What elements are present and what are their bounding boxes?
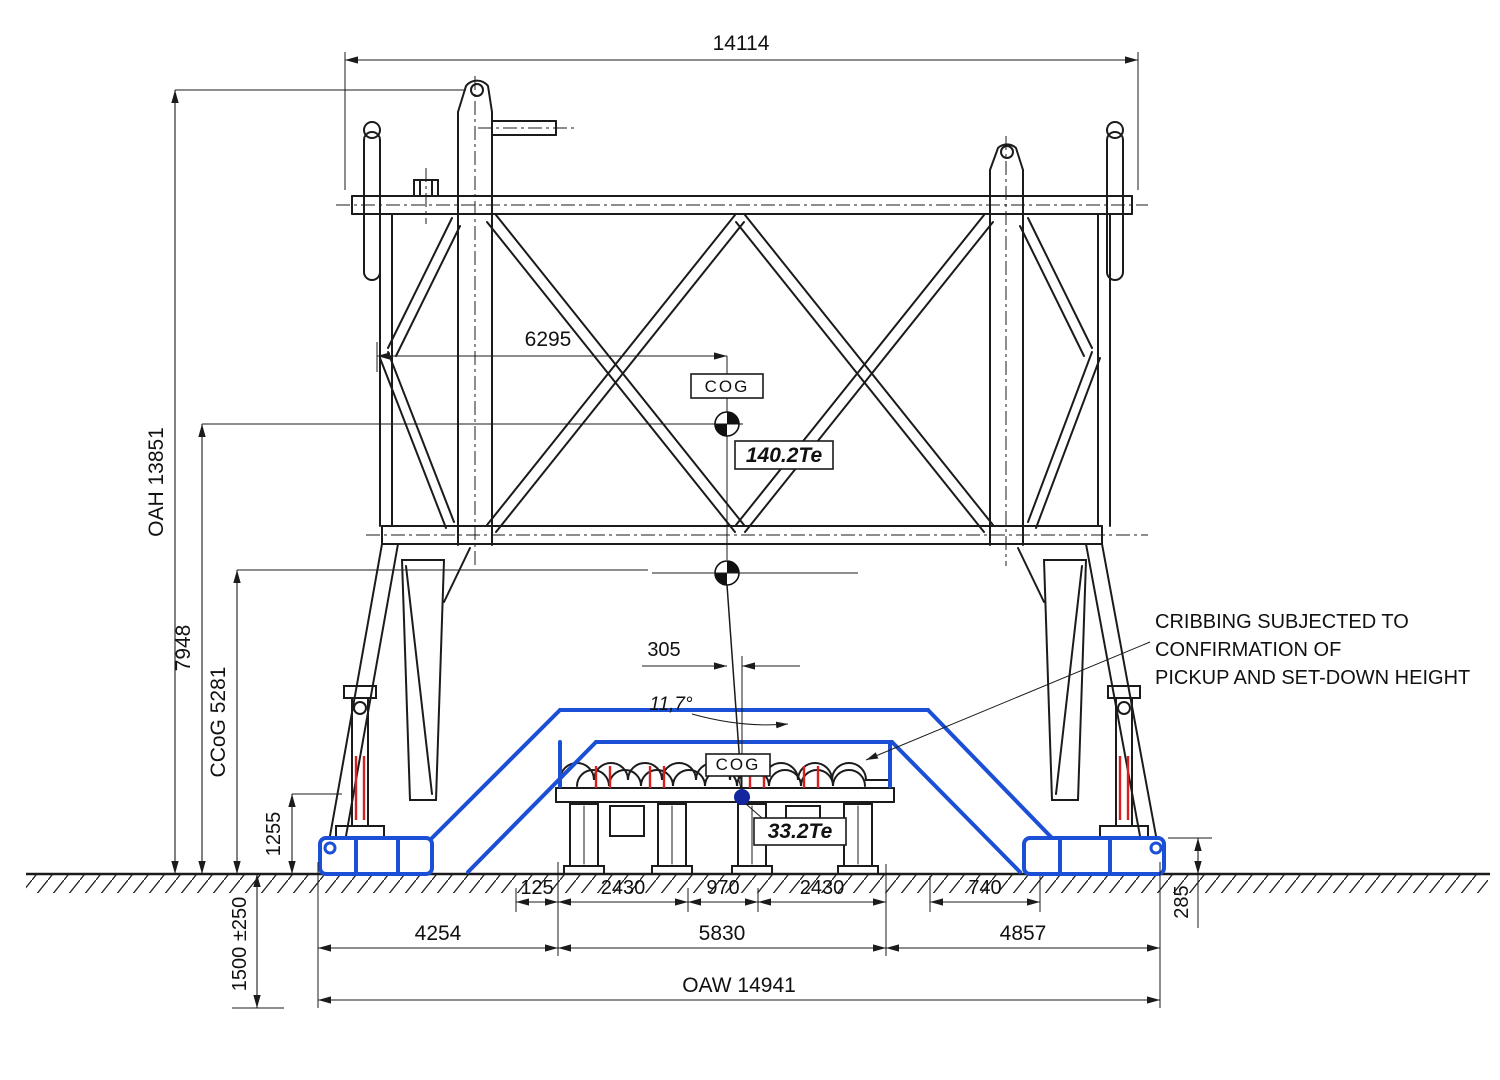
left-guide-frame [400,547,471,801]
svg-text:1255: 1255 [263,812,285,857]
right-guide-frame [1017,547,1088,801]
top-pin [491,120,557,136]
cog-lower-label: COG [716,755,761,774]
svg-text:CCoG 5281: CCoG 5281 [207,667,230,778]
dim-970: 970 [706,877,739,899]
note-line-2: CONFIRMATION OF [1155,639,1341,661]
left-shackle [363,121,381,281]
dim-7948: 7948 [172,423,712,874]
dimensions: 14114 OAH 13851 7948 CCoG 5281 1255 [145,32,1212,1009]
dim-oah: OAH 13851 [145,89,466,874]
dim-5830: 5830 [699,922,746,945]
weight-structure-label: 140.2Te [746,444,823,467]
dim-row-stands: 125 2430 970 2430 740 [515,862,1041,956]
svg-text:7948: 7948 [172,625,195,672]
top-beam [351,195,1133,215]
lifted-structure [329,79,1157,839]
left-padeye-hole [470,83,484,97]
dim-1255: 1255 [263,793,342,874]
dim-4254: 4254 [415,922,462,945]
cribbing-note: CRIBBING SUBJECTED TO CONFIRMATION OF PI… [865,611,1470,761]
dim-6295: 6295 [376,328,727,372]
support-stands [555,787,895,875]
dim-oaw: OAW 14941 [318,974,1160,1004]
svg-text:305: 305 [647,639,680,661]
cog-symbol-upper [710,411,744,437]
dim-305: 305 [642,639,800,670]
ground-hatch [26,874,1488,893]
bottom-beam [381,525,1103,545]
cog-upper-box [690,373,764,399]
left-column [457,79,493,546]
truss-bracing [379,214,1101,533]
svg-text:1500 ±250: 1500 ±250 [229,897,251,991]
weight-cribbing-label: 33.2Te [768,820,833,843]
svg-text:OAW 14941: OAW 14941 [682,974,796,997]
dim-740: 740 [968,877,1001,899]
cribbing-right-ramp [926,708,1054,840]
tilt-angle-label: 11,7° [649,694,693,715]
dim-285: 285 [1168,837,1212,928]
right-outrigger [1085,543,1157,839]
weight-structure-box [734,440,834,470]
right-shackle [1106,121,1124,281]
dim-125: 125 [520,877,553,899]
cribbing-left-ramp [430,708,562,840]
cog-annotations: COG 140.2Te 11,7° COG 33.2Te [649,356,858,846]
dim-pickup-height: 1500 ±250 [229,874,284,1009]
outer-legs [379,213,1111,527]
dim-top-width: 14114 [344,32,1139,190]
dim-4857: 4857 [1000,922,1047,945]
note-line-1: CRIBBING SUBJECTED TO [1155,611,1409,633]
vent-fitting [413,179,439,197]
centerlines [336,76,1148,566]
cog-marker-lower [734,789,750,805]
right-padeye-hole [1000,145,1014,159]
cribbing-right-foot [1022,836,1166,876]
weight-cribbing-box [753,817,847,846]
dim-ccog: CCoG 5281 [207,569,648,874]
svg-text:285: 285 [1171,885,1193,918]
svg-text:14114: 14114 [713,32,770,55]
dim-2430-right: 2430 [800,877,845,899]
note-leader [865,641,1151,761]
note-line-3: PICKUP AND SET-DOWN HEIGHT [1155,667,1470,689]
cog-upper-label: COG [705,377,750,396]
tilt-angle-arc [691,713,789,729]
dim-row-spans: 4254 5830 4857 [317,862,1161,1008]
cribbing-frame [318,708,1166,876]
svg-text:OAH 13851: OAH 13851 [145,427,168,537]
cribbing-left-foot [318,836,434,876]
dim-2430-left: 2430 [601,877,646,899]
svg-text:6295: 6295 [525,328,572,351]
